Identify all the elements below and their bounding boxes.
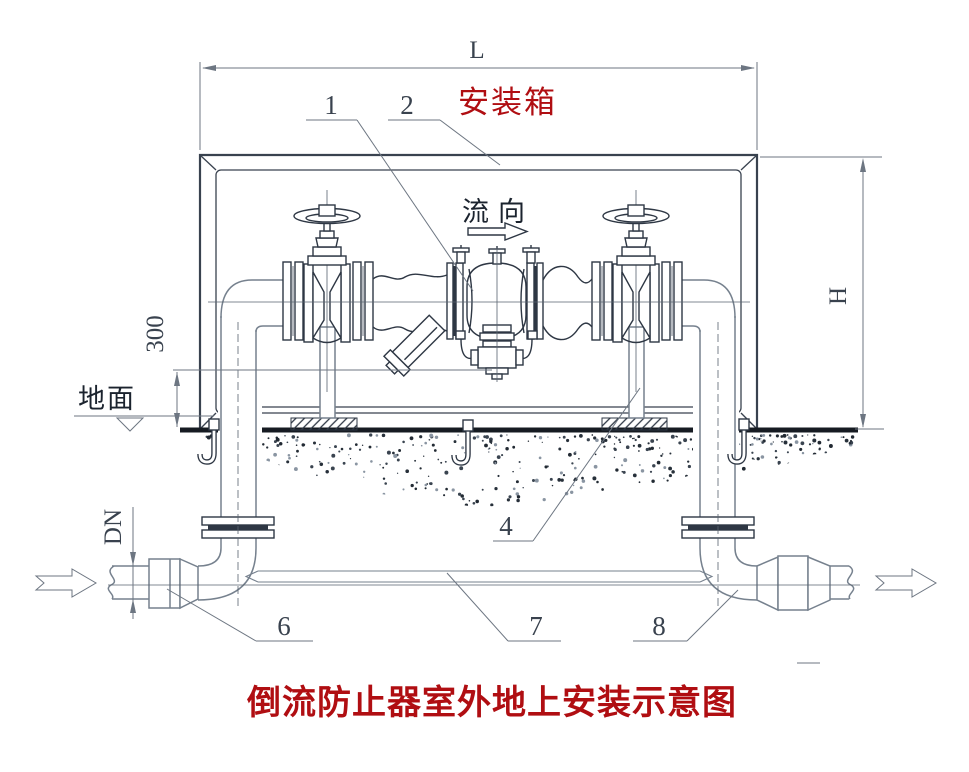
pipe-break-right	[846, 565, 855, 600]
dimension-DN-label: DN	[100, 509, 127, 545]
pipe-supports	[319, 326, 645, 419]
callout-8: 8	[652, 611, 666, 641]
flange-pair	[352, 261, 374, 341]
callouts: 1 2 安装箱 4 6 7 8	[166, 85, 739, 642]
relief-valve	[455, 324, 538, 380]
flow-arrow-icon	[467, 221, 529, 242]
test-cock	[522, 244, 540, 264]
callout-7: 7	[529, 611, 543, 641]
gate-valve-left	[293, 189, 361, 393]
test-cock	[452, 244, 470, 264]
dimension-DN: DN	[100, 507, 136, 619]
callout-1: 1	[324, 90, 338, 120]
installation-box	[198, 153, 759, 430]
buried-main-pipe	[244, 570, 714, 583]
gate-valve-right	[602, 189, 670, 393]
outflow-arrow-icon	[874, 568, 937, 598]
dimension-H-label: H	[825, 287, 852, 305]
diagram-title: 倒流防止器室外地上安装示意图	[246, 683, 737, 722]
ground-symbol: 地面	[74, 384, 214, 432]
coupling-left	[107, 557, 199, 610]
backflow-preventer	[446, 244, 544, 380]
flange-pair	[661, 261, 683, 341]
soil-texture	[205, 433, 855, 507]
piping	[107, 279, 855, 612]
ground-label: 地面	[78, 384, 136, 414]
flow-label: 流向	[462, 197, 534, 227]
flange-pair	[591, 261, 613, 341]
dimension-300-label: 300	[142, 315, 169, 353]
coupling-right	[756, 555, 855, 612]
pipe-break-left	[107, 565, 116, 600]
dimension-300: 300	[142, 315, 492, 427]
transition-right	[542, 265, 593, 341]
flange-pair	[282, 261, 304, 341]
flow-direction: 流向	[462, 197, 534, 242]
box-label: 安装箱	[458, 85, 557, 120]
inflow-arrow-icon	[34, 568, 97, 598]
dimension-L: L	[199, 37, 758, 150]
dimension-L-label: L	[469, 37, 484, 64]
callout-2: 2	[400, 90, 414, 120]
y-strainer	[382, 314, 446, 378]
callout-4: 4	[499, 511, 513, 541]
dimension-H: H	[760, 156, 884, 430]
callout-6: 6	[277, 611, 291, 641]
anchor-bolt-center	[454, 420, 473, 463]
